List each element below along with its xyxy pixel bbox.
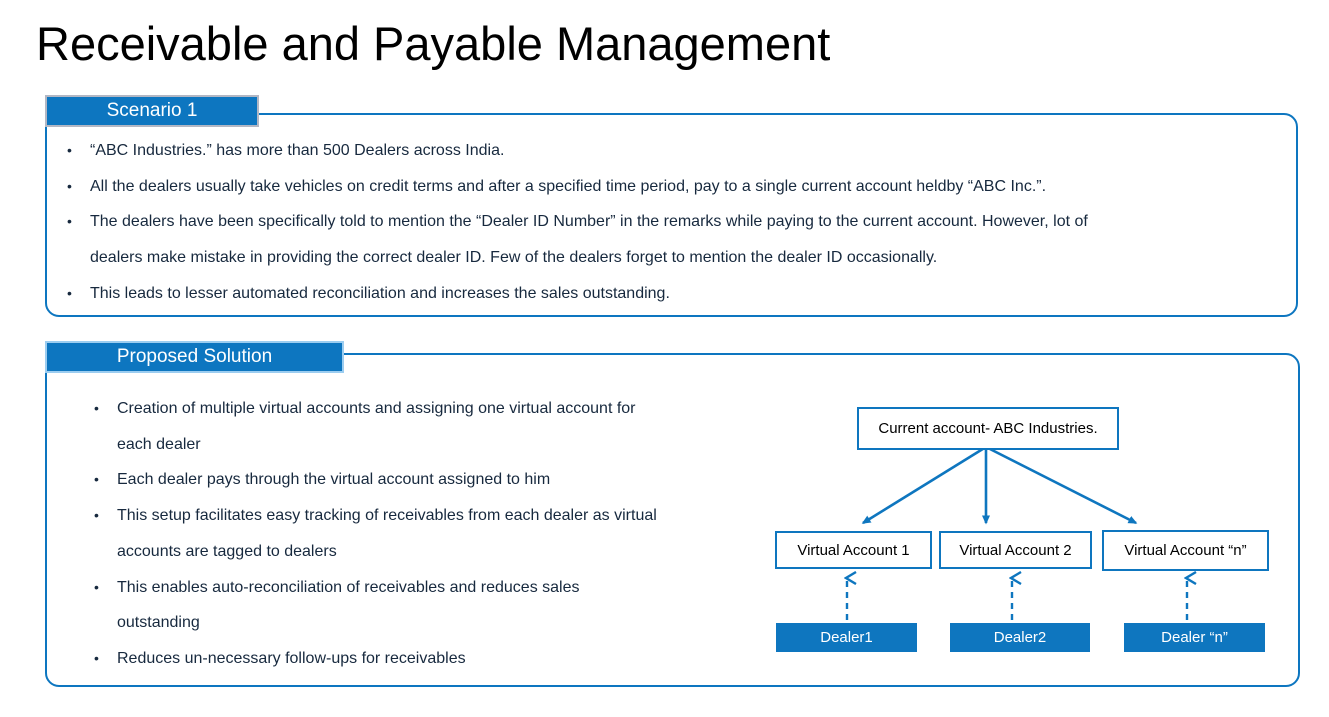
bullet-dot: •: [67, 213, 72, 230]
scenario-bullet-3: •The dealers have been specifically told…: [63, 204, 1278, 275]
bullet-dot: •: [67, 177, 72, 194]
current-account-box: Current account- ABC Industries.: [857, 407, 1119, 450]
bullet-dot: •: [94, 507, 99, 524]
scenario-panel: [45, 113, 1298, 317]
solution-bullet-3: •This setup facilitates easy tracking of…: [90, 498, 780, 569]
dealer-n-box: Dealer “n”: [1124, 623, 1265, 652]
bullet-dot: •: [94, 400, 99, 416]
scenario-header-label: Scenario 1: [106, 100, 198, 121]
solution-header-tab: Proposed Solution: [45, 341, 344, 373]
scenario-bullet-2: •All the dealers usually take vehicles o…: [63, 169, 1278, 205]
scenario-header-tab: Scenario 1: [45, 95, 259, 127]
bullet-dot: •: [67, 284, 72, 301]
bullet-dot: •: [94, 649, 99, 666]
solution-bullet-1: •Creation of multiple virtual accounts a…: [90, 391, 780, 462]
solution-bullet-list: •Creation of multiple virtual accounts a…: [90, 391, 780, 677]
bullet-dot: •: [94, 471, 99, 488]
solution-bullet-5: •Reduces un-necessary follow-ups for rec…: [90, 641, 780, 677]
bullet-dot: •: [67, 142, 72, 158]
virtual-account-1-box: Virtual Account 1: [775, 531, 932, 569]
scenario-bullet-1: •“ABC Industries.” has more than 500 Dea…: [63, 133, 1278, 169]
dealer-1-box: Dealer1: [776, 623, 917, 652]
scenario-bullet-list: •“ABC Industries.” has more than 500 Dea…: [63, 133, 1278, 312]
solution-bullet-2: •Each dealer pays through the virtual ac…: [90, 462, 780, 498]
solution-bullet-4: •This enables auto-reconciliation of rec…: [90, 570, 780, 641]
dealer-2-box: Dealer2: [950, 623, 1090, 652]
virtual-account-n-box: Virtual Account “n”: [1102, 530, 1269, 571]
solution-header-label: Proposed Solution: [116, 346, 273, 367]
scenario-bullet-4: •This leads to lesser automated reconcil…: [63, 276, 1278, 312]
bullet-dot: •: [94, 578, 99, 595]
page-title: Receivable and Payable Management: [36, 17, 831, 70]
virtual-account-2-box: Virtual Account 2: [939, 531, 1092, 569]
